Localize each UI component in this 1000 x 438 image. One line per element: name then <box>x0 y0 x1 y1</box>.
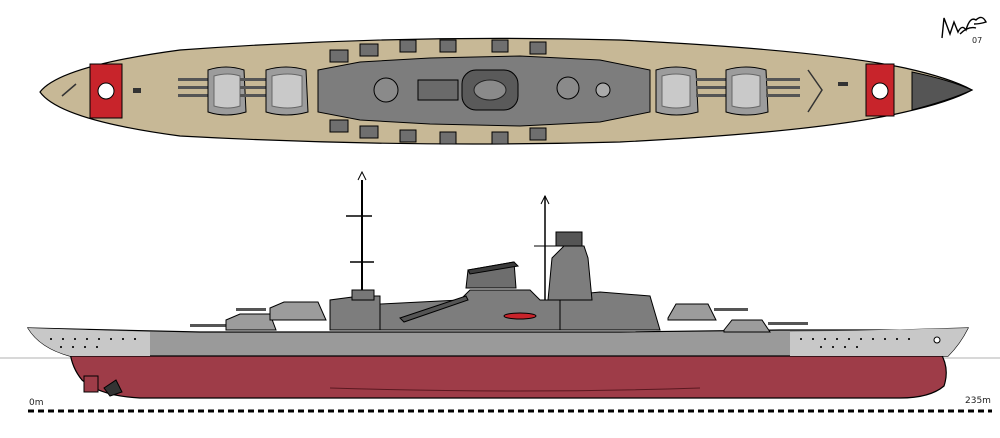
scale-end-label: 235m <box>965 396 991 406</box>
plan-funnel-cap <box>473 79 507 101</box>
profile-propeller <box>103 379 123 397</box>
plan-turret-bruno <box>655 66 726 116</box>
plan-fire-control-director-fwd <box>556 76 580 100</box>
plan-turret-anton <box>725 66 800 116</box>
plan-bow-tip <box>911 71 974 111</box>
profile-turret-bruno <box>667 303 748 321</box>
scale-start-label: 0m <box>29 398 44 408</box>
plan-fire-control-director-aft <box>373 77 399 103</box>
profile-fire-control-top <box>555 231 583 247</box>
plan-stern-hatch <box>133 88 141 93</box>
profile-control-tower <box>547 245 593 301</box>
plan-bow-recognition-panel <box>865 63 895 117</box>
profile-bilge-keel <box>329 387 701 392</box>
profile-mainmast <box>346 170 375 301</box>
plan-secondary-mounts <box>329 39 547 145</box>
plan-view <box>39 37 974 145</box>
profile-stern-light-panel <box>28 328 150 356</box>
profile-aircraft-crane <box>399 295 469 323</box>
profile-rudder <box>83 375 99 393</box>
profile-boat <box>503 312 537 320</box>
profile-forward-superstructure <box>559 291 661 331</box>
plan-stern-crane-line <box>61 83 77 97</box>
plan-turret-dora <box>178 66 247 116</box>
profile-view <box>0 170 1000 399</box>
profile-turret-caesar <box>236 301 327 321</box>
plan-aircraft-hangar <box>417 79 459 101</box>
profile-foremast <box>534 194 560 300</box>
profile-lower-hull <box>69 351 947 399</box>
profile-aft-superstructure <box>329 295 381 331</box>
profile-portholes <box>50 338 910 348</box>
plan-foremast-top <box>595 82 611 98</box>
profile-turret-anton <box>723 319 808 333</box>
profile-funnel-cap <box>467 261 520 275</box>
profile-mid-superstructure <box>379 289 561 331</box>
profile-bow-hawse <box>933 336 941 344</box>
plan-turret-caesar <box>240 66 309 116</box>
plan-stern-roundel <box>97 82 115 100</box>
plan-breakwater <box>807 69 823 113</box>
plan-bow-roundel <box>871 82 889 100</box>
artist-signature <box>941 16 987 39</box>
profile-bow-light-panel <box>790 328 968 356</box>
signature-year: 07 <box>972 36 983 45</box>
plan-bow-capstan <box>838 82 848 86</box>
profile-turret-dora <box>190 313 277 331</box>
